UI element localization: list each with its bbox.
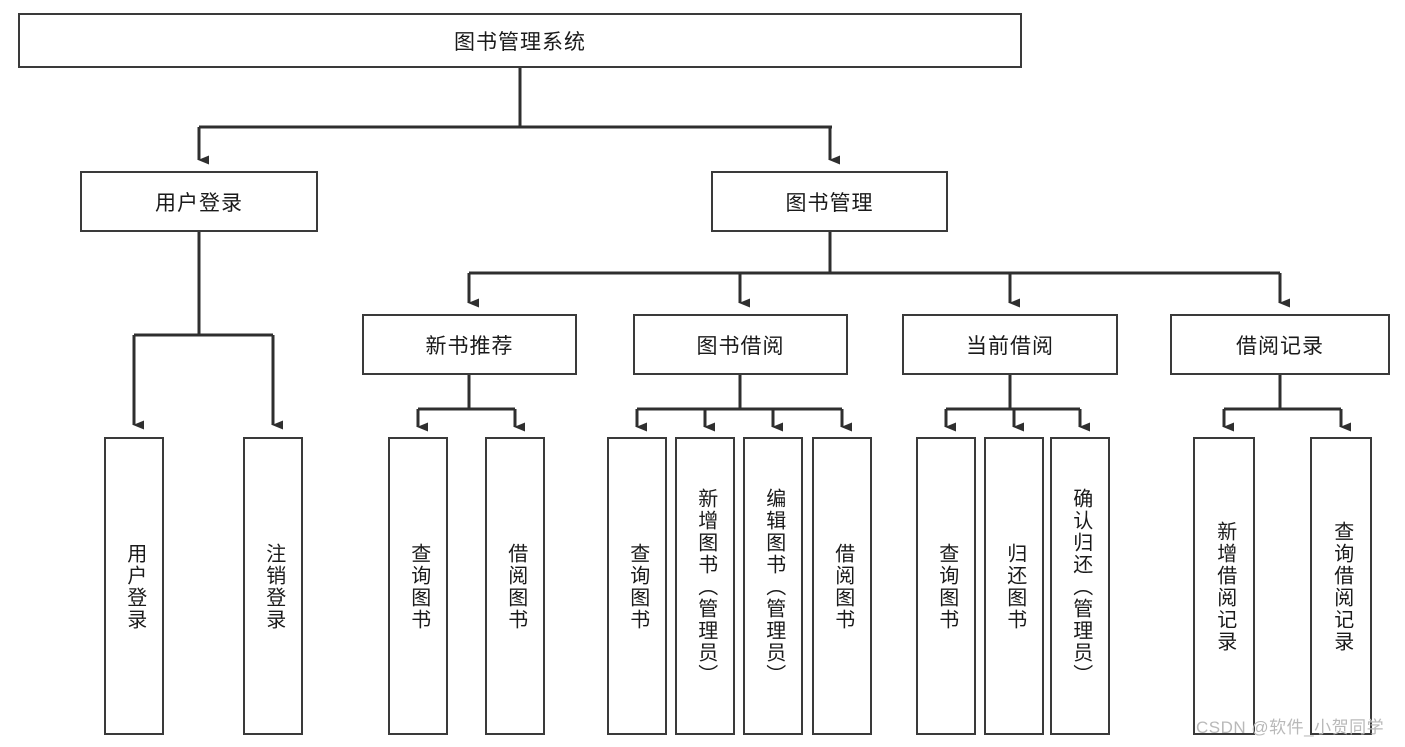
node-current-borrow-label: 当前借阅 [966,334,1054,358]
node-new-book-rec-label: 新书推荐 [425,334,514,358]
node-root-label: 图书管理系统 [454,30,586,54]
node-leaf-confirm-return-label: 确认归还（管理员） [1069,488,1092,686]
node-new-book-rec[interactable]: 新书推荐 [362,314,577,375]
node-leaf-query-book-2-label: 查询图书 [626,543,649,631]
node-leaf-user-login-label: 用户登录 [123,543,146,631]
node-leaf-query-book-2[interactable]: 查询图书 [607,437,667,735]
node-book-manage-label: 图书管理 [785,191,874,215]
node-book-borrow[interactable]: 图书借阅 [633,314,848,375]
node-leaf-borrow-book-2-label: 借阅图书 [831,543,854,631]
node-current-borrow[interactable]: 当前借阅 [902,314,1118,375]
node-book-manage[interactable]: 图书管理 [711,171,948,232]
node-leaf-return-book-label: 归还图书 [1003,543,1026,631]
node-leaf-user-logout[interactable]: 注销登录 [243,437,303,735]
csdn-watermark: CSDN @软件_小贺同学 [1196,718,1385,737]
node-leaf-edit-book-label: 编辑图书（管理员） [762,488,785,686]
node-leaf-return-book[interactable]: 归还图书 [984,437,1044,735]
node-leaf-query-record[interactable]: 查询借阅记录 [1310,437,1372,735]
node-leaf-query-book-3[interactable]: 查询图书 [916,437,976,735]
node-leaf-query-book-1[interactable]: 查询图书 [388,437,448,735]
node-leaf-borrow-book-1[interactable]: 借阅图书 [485,437,545,735]
node-leaf-query-book-1-label: 查询图书 [407,543,430,631]
node-user-login-label: 用户登录 [155,191,243,215]
node-leaf-add-book-label: 新增图书（管理员） [694,488,717,686]
node-leaf-confirm-return[interactable]: 确认归还（管理员） [1050,437,1110,735]
node-user-login[interactable]: 用户登录 [80,171,318,232]
node-root[interactable]: 图书管理系统 [18,13,1022,68]
node-leaf-add-record[interactable]: 新增借阅记录 [1193,437,1255,735]
node-leaf-user-logout-label: 注销登录 [262,543,285,631]
node-leaf-add-book[interactable]: 新增图书（管理员） [675,437,735,735]
node-leaf-query-book-3-label: 查询图书 [935,543,958,631]
node-book-borrow-label: 图书借阅 [696,334,785,358]
node-borrow-record-label: 借阅记录 [1236,334,1324,358]
node-leaf-user-login[interactable]: 用户登录 [104,437,164,735]
node-leaf-add-record-label: 新增借阅记录 [1213,521,1236,653]
node-leaf-borrow-book-2[interactable]: 借阅图书 [812,437,872,735]
node-borrow-record[interactable]: 借阅记录 [1170,314,1390,375]
node-leaf-edit-book[interactable]: 编辑图书（管理员） [743,437,803,735]
node-leaf-borrow-book-1-label: 借阅图书 [504,543,527,631]
node-leaf-query-record-label: 查询借阅记录 [1330,521,1353,653]
